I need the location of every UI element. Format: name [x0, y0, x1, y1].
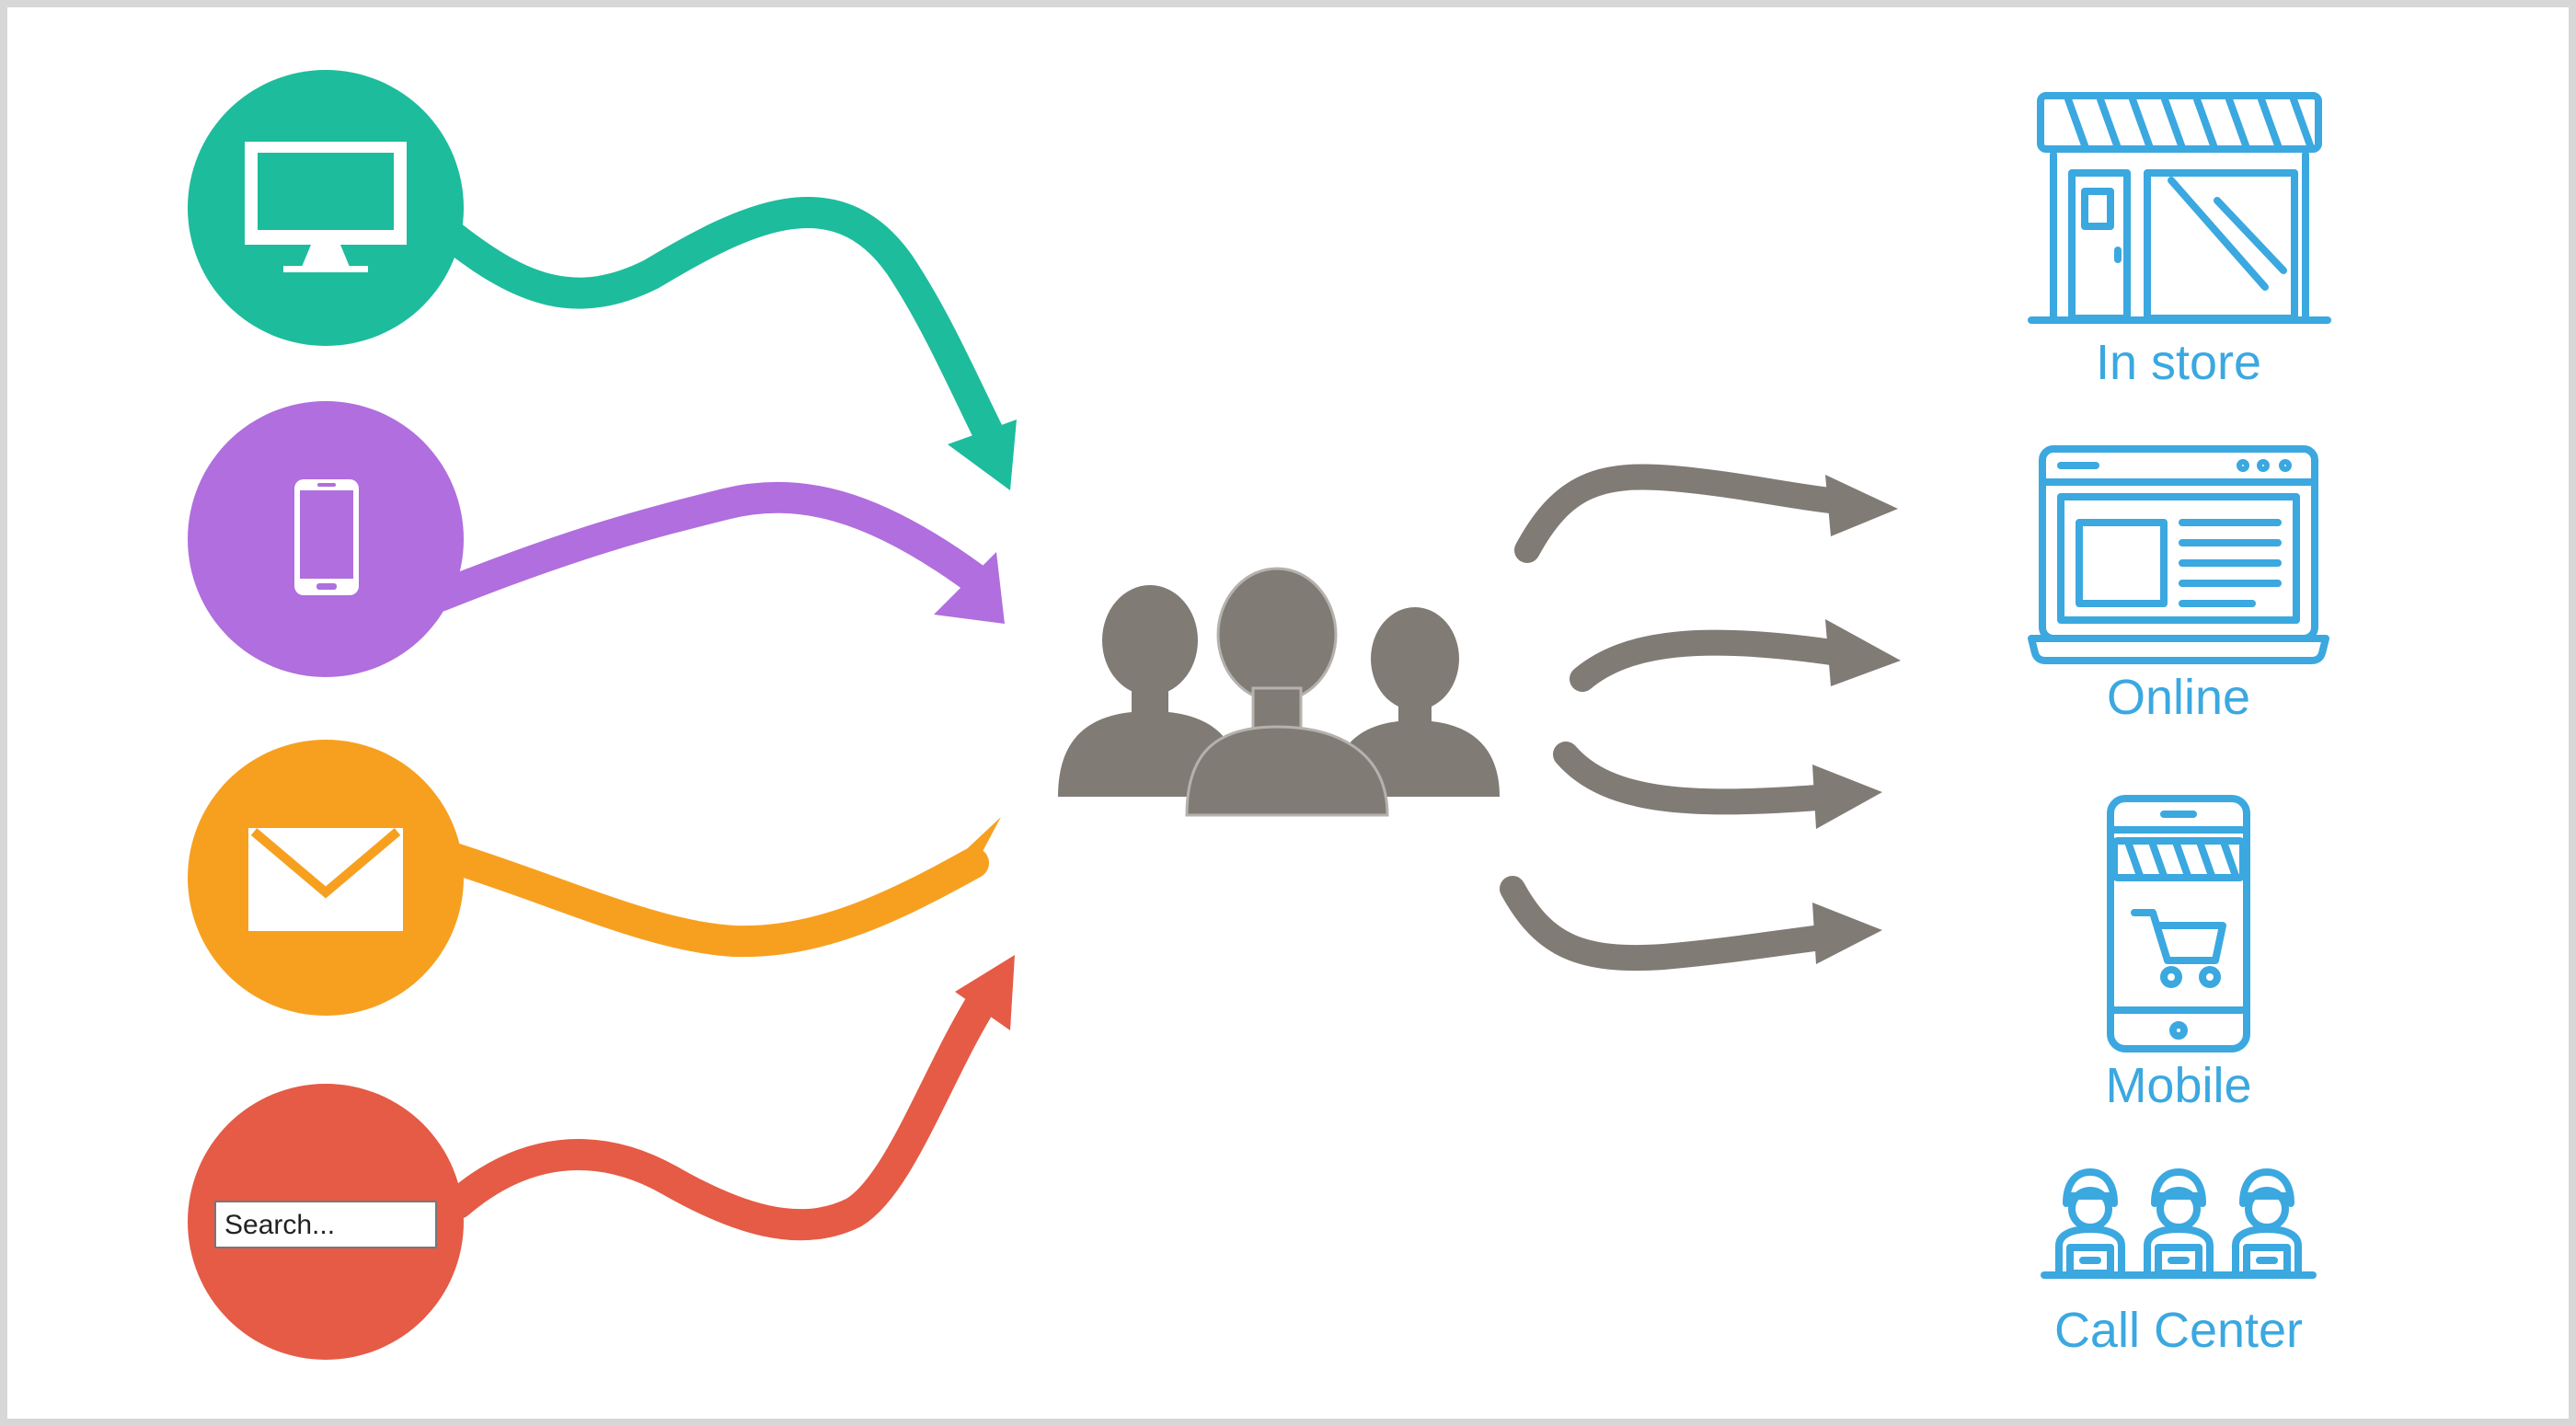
- laptop-icon: [2028, 445, 2329, 664]
- desktop-arrow: [433, 197, 1017, 490]
- online-label: Online: [2107, 670, 2250, 725]
- search-placeholder-text: Search...: [224, 1210, 335, 1240]
- outlet-arrows: [1500, 464, 1901, 972]
- search-arrow: [443, 955, 1015, 1241]
- arrow-to-online: [1570, 619, 1901, 692]
- source-mobile: [188, 401, 464, 677]
- mobile-shop-icon: [2107, 795, 2250, 1052]
- source-search: Search...: [188, 1084, 464, 1360]
- channel-diagram: Search...: [188, 70, 2331, 1360]
- source-arrows: [424, 197, 1017, 1241]
- mobile-label: Mobile: [2105, 1058, 2251, 1113]
- envelope-icon: [248, 828, 403, 931]
- mobile-arrow: [424, 481, 1005, 624]
- agent-right: [2232, 1168, 2302, 1277]
- outlet-online: Online: [2028, 445, 2329, 725]
- person-center: [1185, 567, 1389, 817]
- arrow-to-in-store: [1514, 464, 1898, 563]
- agent-left: [2055, 1168, 2125, 1277]
- people-group-icon: [1058, 567, 1500, 817]
- call-agents-icon: [2041, 1168, 2317, 1279]
- search-box-icon: Search...: [214, 1201, 437, 1248]
- outlet-call-center: Call Center: [2041, 1168, 2317, 1358]
- source-email: [188, 740, 464, 1016]
- outlet-mobile: Mobile: [2105, 795, 2252, 1113]
- agent-middle: [2144, 1168, 2214, 1277]
- smartphone-icon: [294, 479, 359, 595]
- in-store-label: In store: [2096, 335, 2261, 390]
- outlet-in-store: In store: [2028, 92, 2331, 390]
- email-arrow: [424, 817, 1001, 958]
- call-center-label: Call Center: [2054, 1303, 2303, 1358]
- arrow-to-mobile: [1553, 742, 1882, 829]
- arrow-to-call-center: [1500, 876, 1882, 972]
- source-desktop: [188, 70, 464, 346]
- storefront-icon: [2028, 92, 2331, 324]
- desktop-monitor-icon: [245, 142, 407, 272]
